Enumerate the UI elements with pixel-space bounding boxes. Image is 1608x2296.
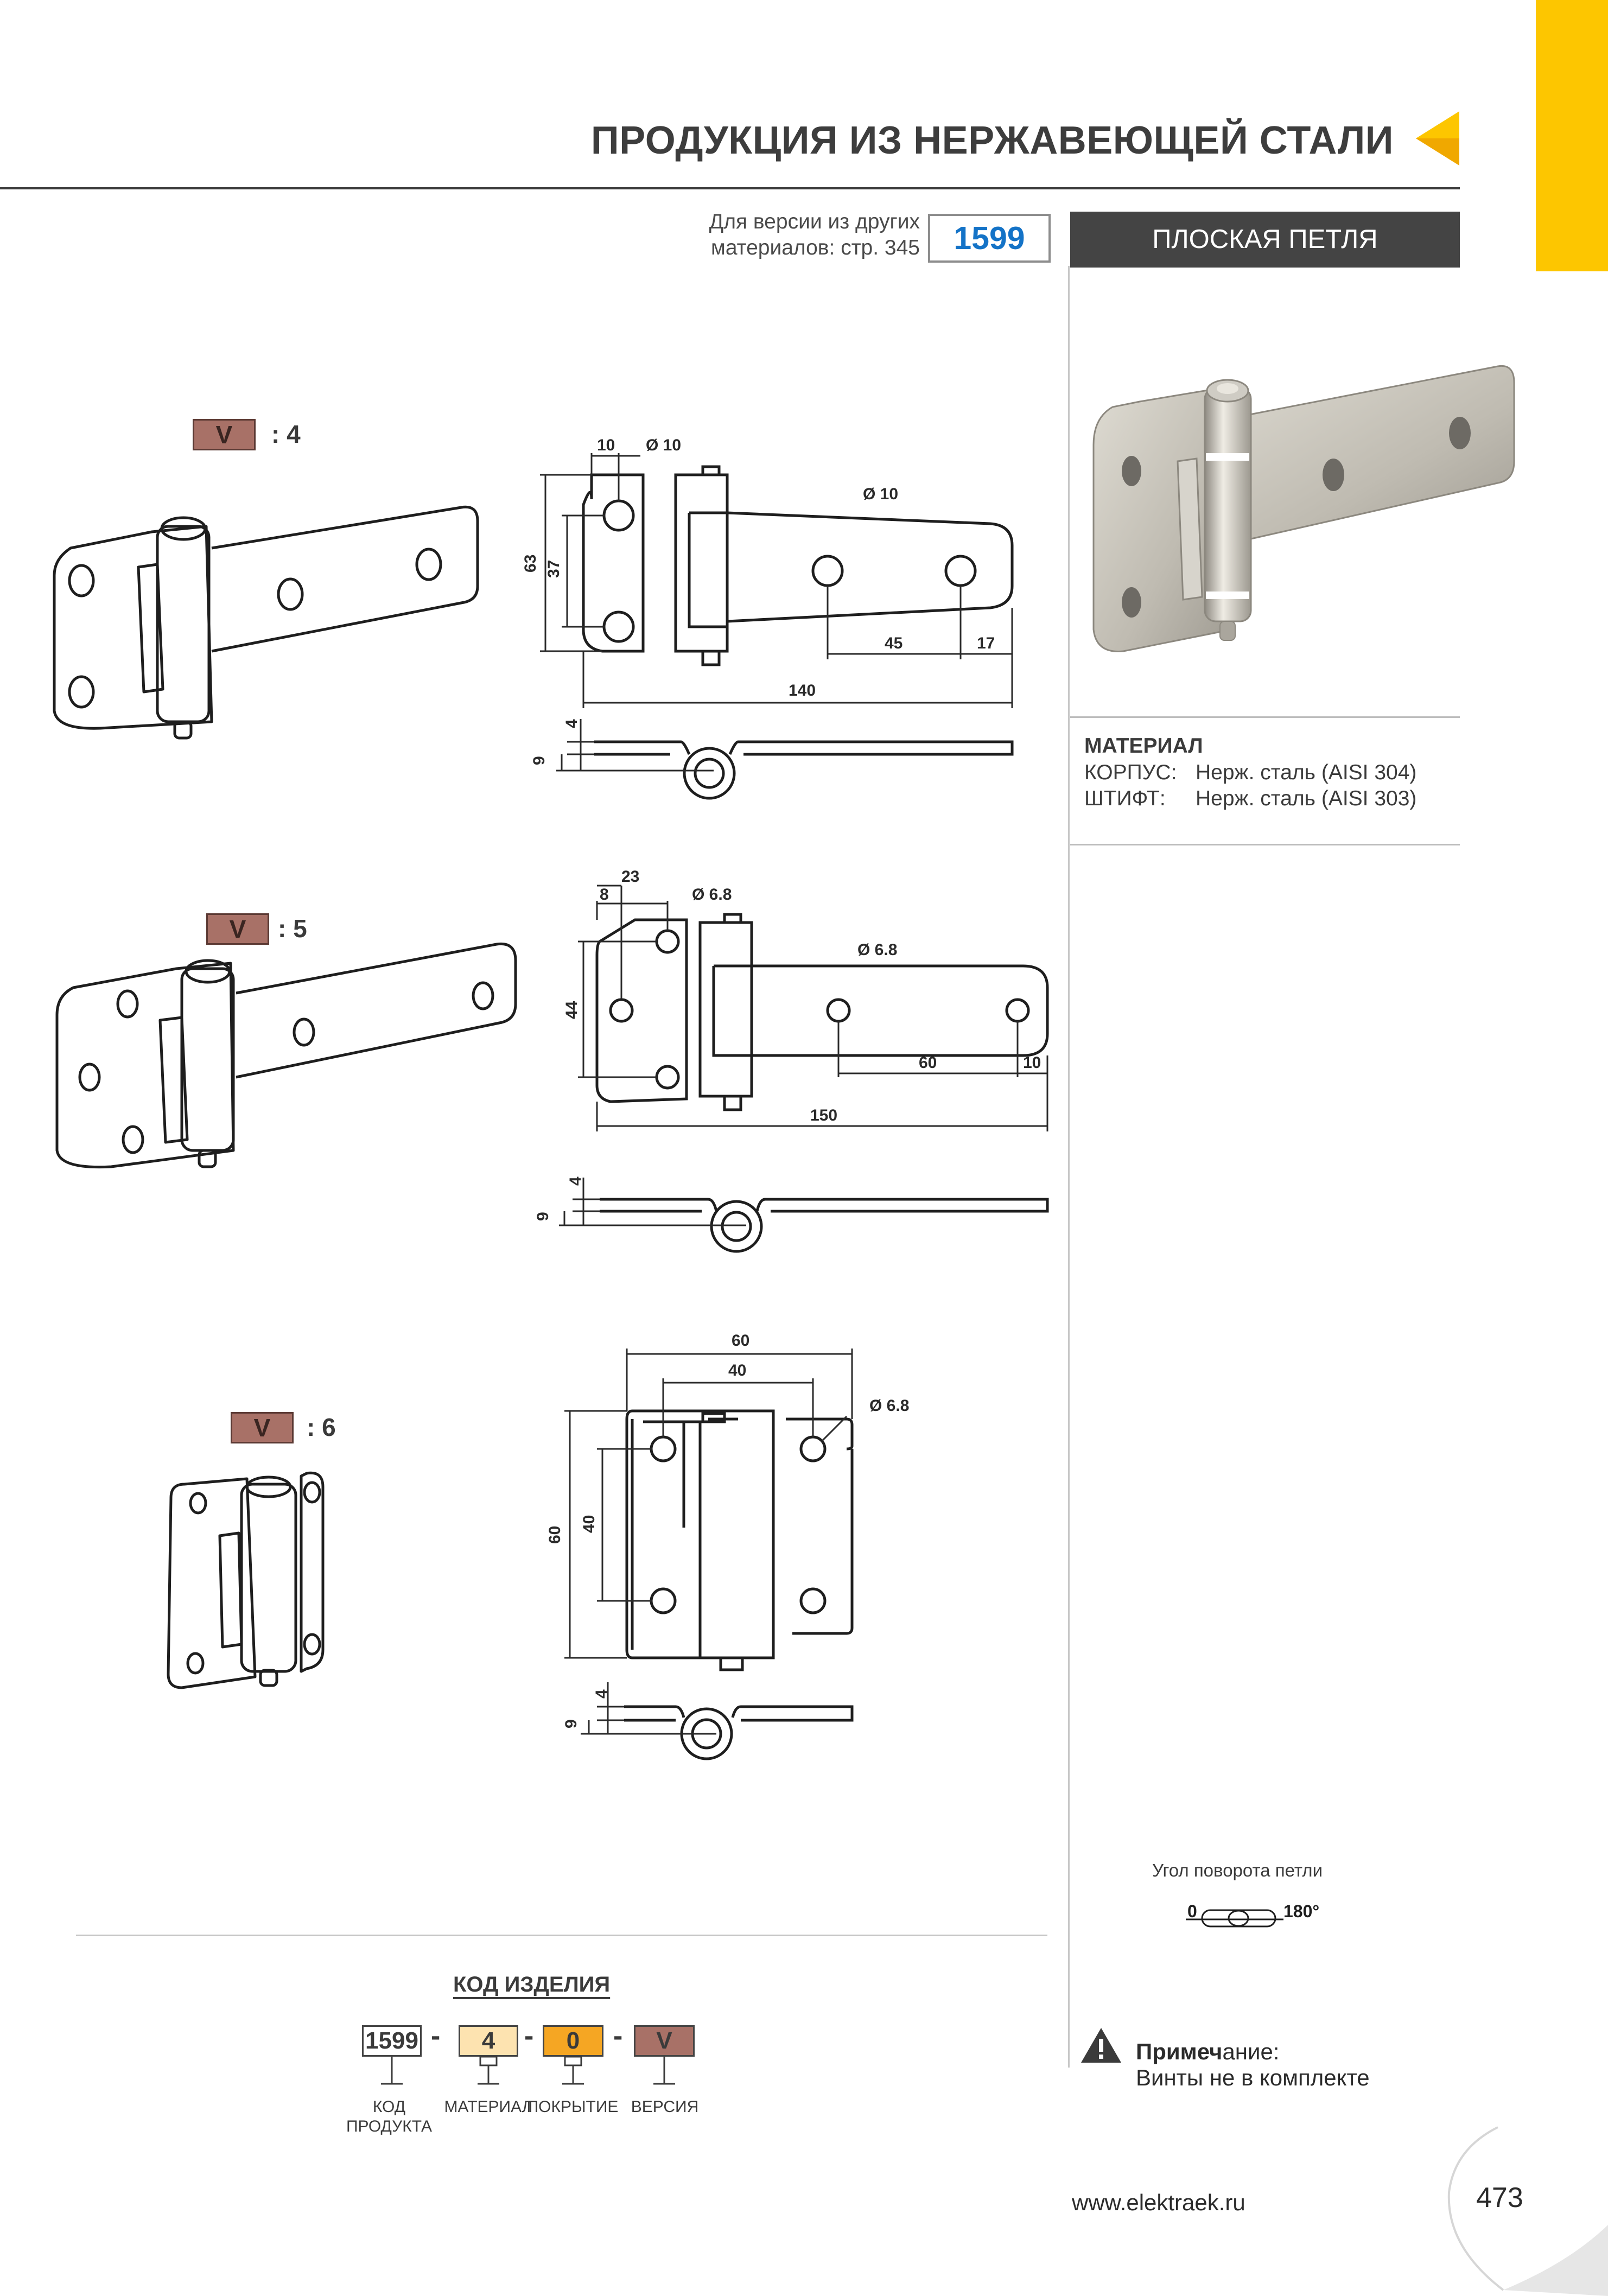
technical-drawing-4: 10 Ø 10 Ø 10 63 37 45 17 140 4 9 — [522, 436, 1014, 800]
dim-side-height-4: 9 — [530, 756, 548, 765]
dim-hole-6: Ø 6.8 — [869, 1397, 909, 1415]
dim-thickness-6: 4 — [593, 1689, 611, 1699]
code-caption-material: МАТЕРИАЛ — [444, 2098, 533, 2116]
dim-height-inner-4: 37 — [545, 560, 563, 578]
product-photo — [1092, 365, 1515, 652]
dim-top-width-4: 10 — [597, 436, 615, 454]
dim-height-total-4: 63 — [522, 555, 539, 573]
material-label-body: КОРПУС: — [1084, 761, 1177, 784]
code-caption-product-text: КОД ПРОДУКТА — [346, 2098, 433, 2135]
technical-drawing-6: 60 40 Ø 6.8 60 40 4 9 — [546, 1332, 909, 1760]
note-text: Винты не в комплекте — [1136, 2065, 1370, 2090]
dim-edge-4: 17 — [977, 634, 995, 652]
rotation-angle-caption: Угол поворота петли — [1152, 1860, 1323, 1880]
dim-spacing-5: 60 — [919, 1054, 937, 1072]
dim-hole-left-4: Ø 10 — [646, 436, 681, 454]
code-connectors — [381, 2056, 675, 2085]
dim-side-height-5: 9 — [534, 1212, 552, 1221]
dim-spacing-4: 45 — [885, 634, 902, 652]
other-versions-line1: Для версии из других — [709, 210, 920, 233]
code-cell-coating: 0 — [543, 2025, 603, 2057]
warning-icon — [1081, 2028, 1121, 2063]
arrow-left-icon — [1416, 111, 1459, 166]
note-title-bold: Примеч — [1136, 2039, 1223, 2064]
dim-hole-right-4: Ø 10 — [863, 485, 898, 503]
dim-spacing-6: 40 — [728, 1362, 746, 1379]
code-caption-version: ВЕРСИЯ — [631, 2098, 699, 2116]
header-rule — [0, 187, 1460, 189]
dim-hole-left-5: Ø 6.8 — [692, 886, 732, 904]
version-ratio-4: : 4 — [271, 420, 301, 448]
dim-length-5: 150 — [810, 1106, 837, 1124]
dim-top-width-5: 23 — [621, 868, 639, 886]
code-dash-3: - — [613, 2020, 623, 2052]
dim-height-inner-6: 40 — [580, 1515, 598, 1533]
dim-thickness-4: 4 — [563, 719, 581, 728]
version-badge-6: V — [231, 1412, 294, 1443]
version-ratio-5: : 5 — [278, 914, 307, 943]
code-dash-2: - — [524, 2020, 534, 2052]
code-cell-material: 4 — [459, 2025, 518, 2057]
dim-side-height-6: 9 — [562, 1719, 580, 1728]
material-label-pin: ШТИФТ: — [1084, 787, 1166, 810]
material-title: МАТЕРИАЛ — [1084, 734, 1203, 758]
note-title: Примечание: — [1136, 2039, 1279, 2065]
dim-edge-5: 10 — [1023, 1054, 1041, 1072]
website-link[interactable]: www.elektraek.ru — [1072, 2190, 1245, 2215]
note-title-rest: ание: — [1222, 2039, 1280, 2064]
code-cell-version: V — [634, 2025, 695, 2057]
dim-length-4: 140 — [789, 682, 816, 699]
angle-from: 0 — [1187, 1901, 1197, 1921]
code-caption-product: КОД ПРОДУКТА — [335, 2097, 443, 2136]
angle-to: 180° — [1283, 1901, 1319, 1921]
material-value-pin: Нерж. сталь (AISI 303) — [1196, 787, 1417, 810]
hinge-iso-drawing-6 — [167, 1471, 325, 1689]
version-badge-5: V — [206, 913, 269, 945]
other-versions-note: Для версии из других материалов: стр. 34… — [678, 209, 920, 261]
page-corner-curl — [1447, 2126, 1608, 2296]
version-ratio-6: : 6 — [307, 1413, 336, 1441]
hinge-iso-drawing-4 — [53, 505, 479, 740]
hinge-iso-drawing-5 — [55, 942, 517, 1169]
product-name-box: ПЛОСКАЯ ПЕТЛЯ — [1070, 212, 1460, 268]
rotation-angle-icon: 0 180° — [1186, 1901, 1319, 1928]
code-heading: КОД ИЗДЕЛИЯ — [453, 1973, 611, 1996]
code-caption-coating: ПОКРЫТИЕ — [526, 2098, 619, 2116]
code-section-rule — [76, 1935, 1047, 1936]
dim-width-6: 60 — [732, 1332, 749, 1350]
yellow-section-tab — [1536, 0, 1608, 271]
product-code-box: 1599 — [928, 214, 1051, 263]
material-bottom-rule — [1070, 844, 1460, 845]
material-top-rule — [1070, 716, 1460, 718]
column-divider — [1068, 266, 1070, 2068]
other-versions-line2: материалов: стр. 345 — [711, 236, 920, 259]
dim-height-total-6: 60 — [546, 1526, 564, 1544]
version-badge-4: V — [193, 419, 256, 450]
page-number: 473 — [1476, 2182, 1523, 2214]
dim-hole-right-5: Ø 6.8 — [857, 941, 897, 959]
page-title: ПРОДУКЦИЯ ИЗ НЕРЖАВЕЮЩЕЙ СТАЛИ — [590, 119, 1394, 162]
technical-drawing-5: 23 8 Ø 6.8 Ø 6.8 44 60 10 150 4 9 — [534, 868, 1049, 1253]
code-dash-1: - — [431, 2020, 441, 2052]
code-cell-product: 1599 — [362, 2025, 422, 2057]
dim-inner-width-5: 8 — [600, 886, 609, 904]
dim-thickness-5: 4 — [567, 1176, 584, 1186]
dim-height-total-5: 44 — [563, 1001, 581, 1019]
material-value-body: Нерж. сталь (AISI 304) — [1196, 761, 1417, 784]
